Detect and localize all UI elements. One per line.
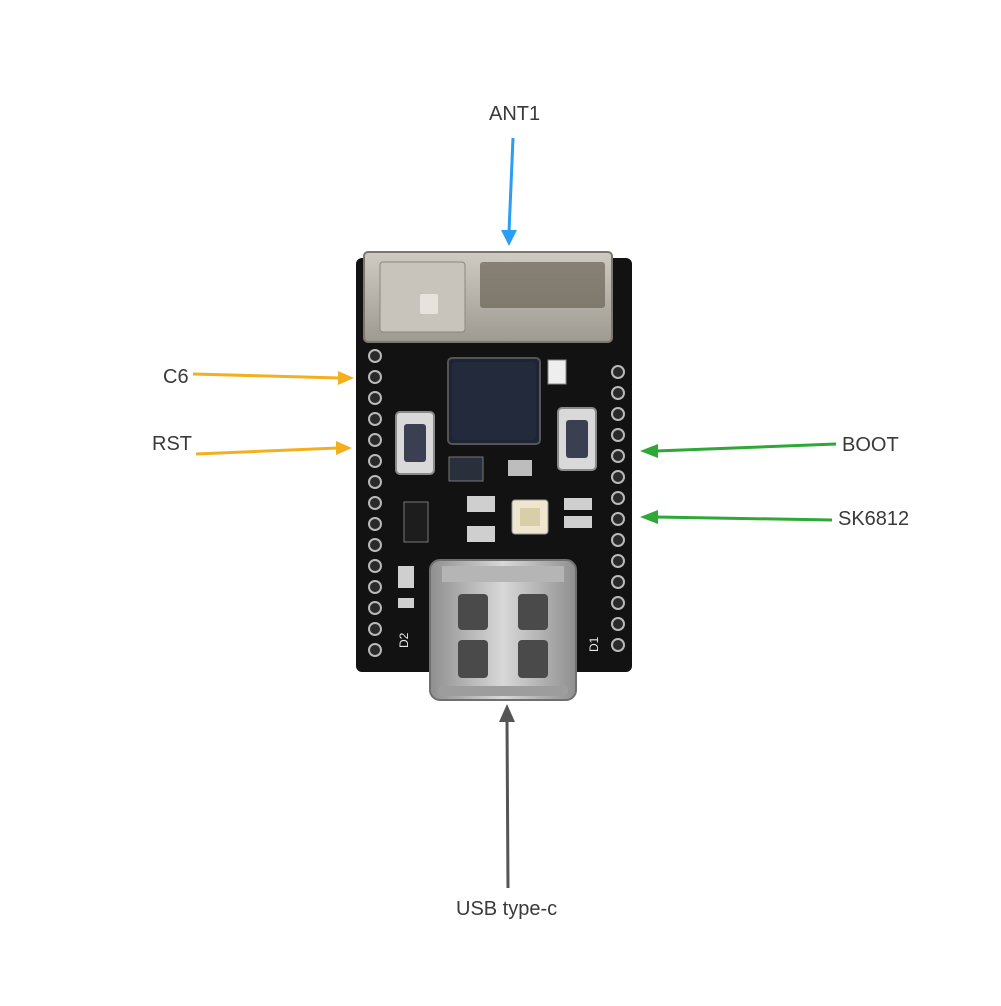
arrow-usb: [499, 704, 515, 889]
left-pin-header: [368, 349, 382, 657]
arrow-c6: [192, 371, 354, 385]
sk6812-label: SK6812: [838, 508, 910, 530]
arrow-sk6812: [640, 510, 833, 524]
arrow-ant1: [501, 137, 517, 246]
arrow-rst: [195, 441, 352, 456]
ant1-label: ANT1: [489, 103, 541, 125]
boot-label: BOOT: [842, 434, 899, 456]
arrow-boot: [640, 442, 837, 458]
silkscreen-d2: D2: [397, 632, 411, 648]
right-pin-header: [611, 365, 625, 652]
c6-label: C6: [163, 366, 189, 388]
rst-label: RST: [152, 433, 192, 455]
usb-type-c-label: USB type-c: [456, 898, 558, 920]
silkscreen-d1: D1: [587, 636, 601, 652]
antenna-trace: [480, 262, 605, 308]
